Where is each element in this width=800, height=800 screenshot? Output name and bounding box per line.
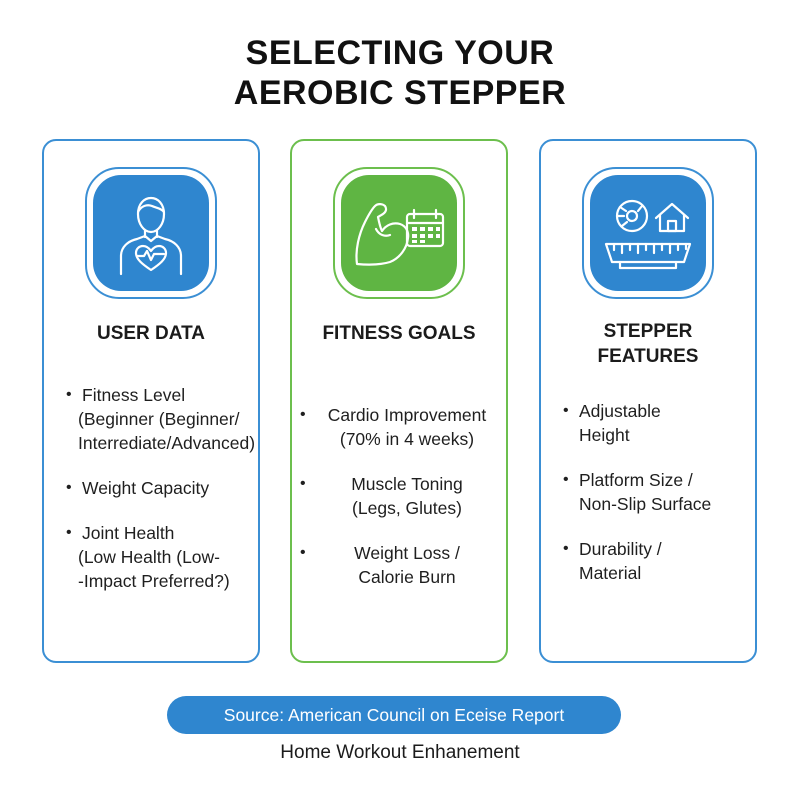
page-title: SELECTING YOUR AEROBIC STEPPER — [0, 33, 800, 113]
stepper-features-card: STEPPER FEATURES Adjustable Height Platf… — [539, 139, 757, 663]
muscle-calendar-icon — [355, 203, 445, 266]
list-item: Weight Loss / Calorie Burn — [292, 541, 506, 589]
user-data-title: USER DATA — [96, 323, 206, 344]
fitness-goals-list: Cardio Improvement (70% in 4 weeks) Musc… — [292, 403, 506, 610]
list-item: Durability / Material — [541, 537, 755, 585]
goals-icon-tile — [341, 175, 457, 291]
fitness-goals-title: FITNESS GOALS — [322, 323, 476, 344]
list-item: Muscle Toning (Legs, Glutes) — [292, 472, 506, 520]
person-heart-icon — [119, 196, 183, 276]
footer-caption: Home Workout Enhanement — [280, 742, 520, 763]
fitness-goals-card: FITNESS GOALS Cardio Improvement (70% in… — [290, 139, 508, 663]
list-item: Fitness Level (Beginner (Beginner/ Inter… — [44, 383, 258, 455]
features-icon-frame — [582, 167, 714, 299]
user-icon-tile — [93, 175, 209, 291]
list-item: Cardio Improvement (70% in 4 weeks) — [292, 403, 506, 451]
stepper-features-list: Adjustable Height Platform Size / Non-Sl… — [541, 399, 755, 606]
tape-measure-house-icon — [604, 199, 692, 270]
list-item: Platform Size / Non-Slip Surface — [541, 468, 755, 516]
stepper-features-title: STEPPER FEATURES — [597, 321, 699, 367]
title-line-2: AEROBIC STEPPER — [233, 74, 567, 112]
user-data-list: Fitness Level (Beginner (Beginner/ Inter… — [44, 383, 258, 614]
source-badge: Source: American Council on Eceise Repor… — [167, 696, 621, 734]
user-icon-frame — [85, 167, 217, 299]
features-icon-tile — [590, 175, 706, 291]
user-data-card: USER DATA Fitness Level (Beginner (Begin… — [42, 139, 260, 663]
list-item: Weight Capacity — [44, 476, 258, 500]
goals-icon-frame — [333, 167, 465, 299]
list-item: Joint Health (Low Health (Low- -Impact P… — [44, 521, 258, 593]
title-line-1: SELECTING YOUR — [245, 34, 555, 72]
list-item: Adjustable Height — [541, 399, 755, 447]
